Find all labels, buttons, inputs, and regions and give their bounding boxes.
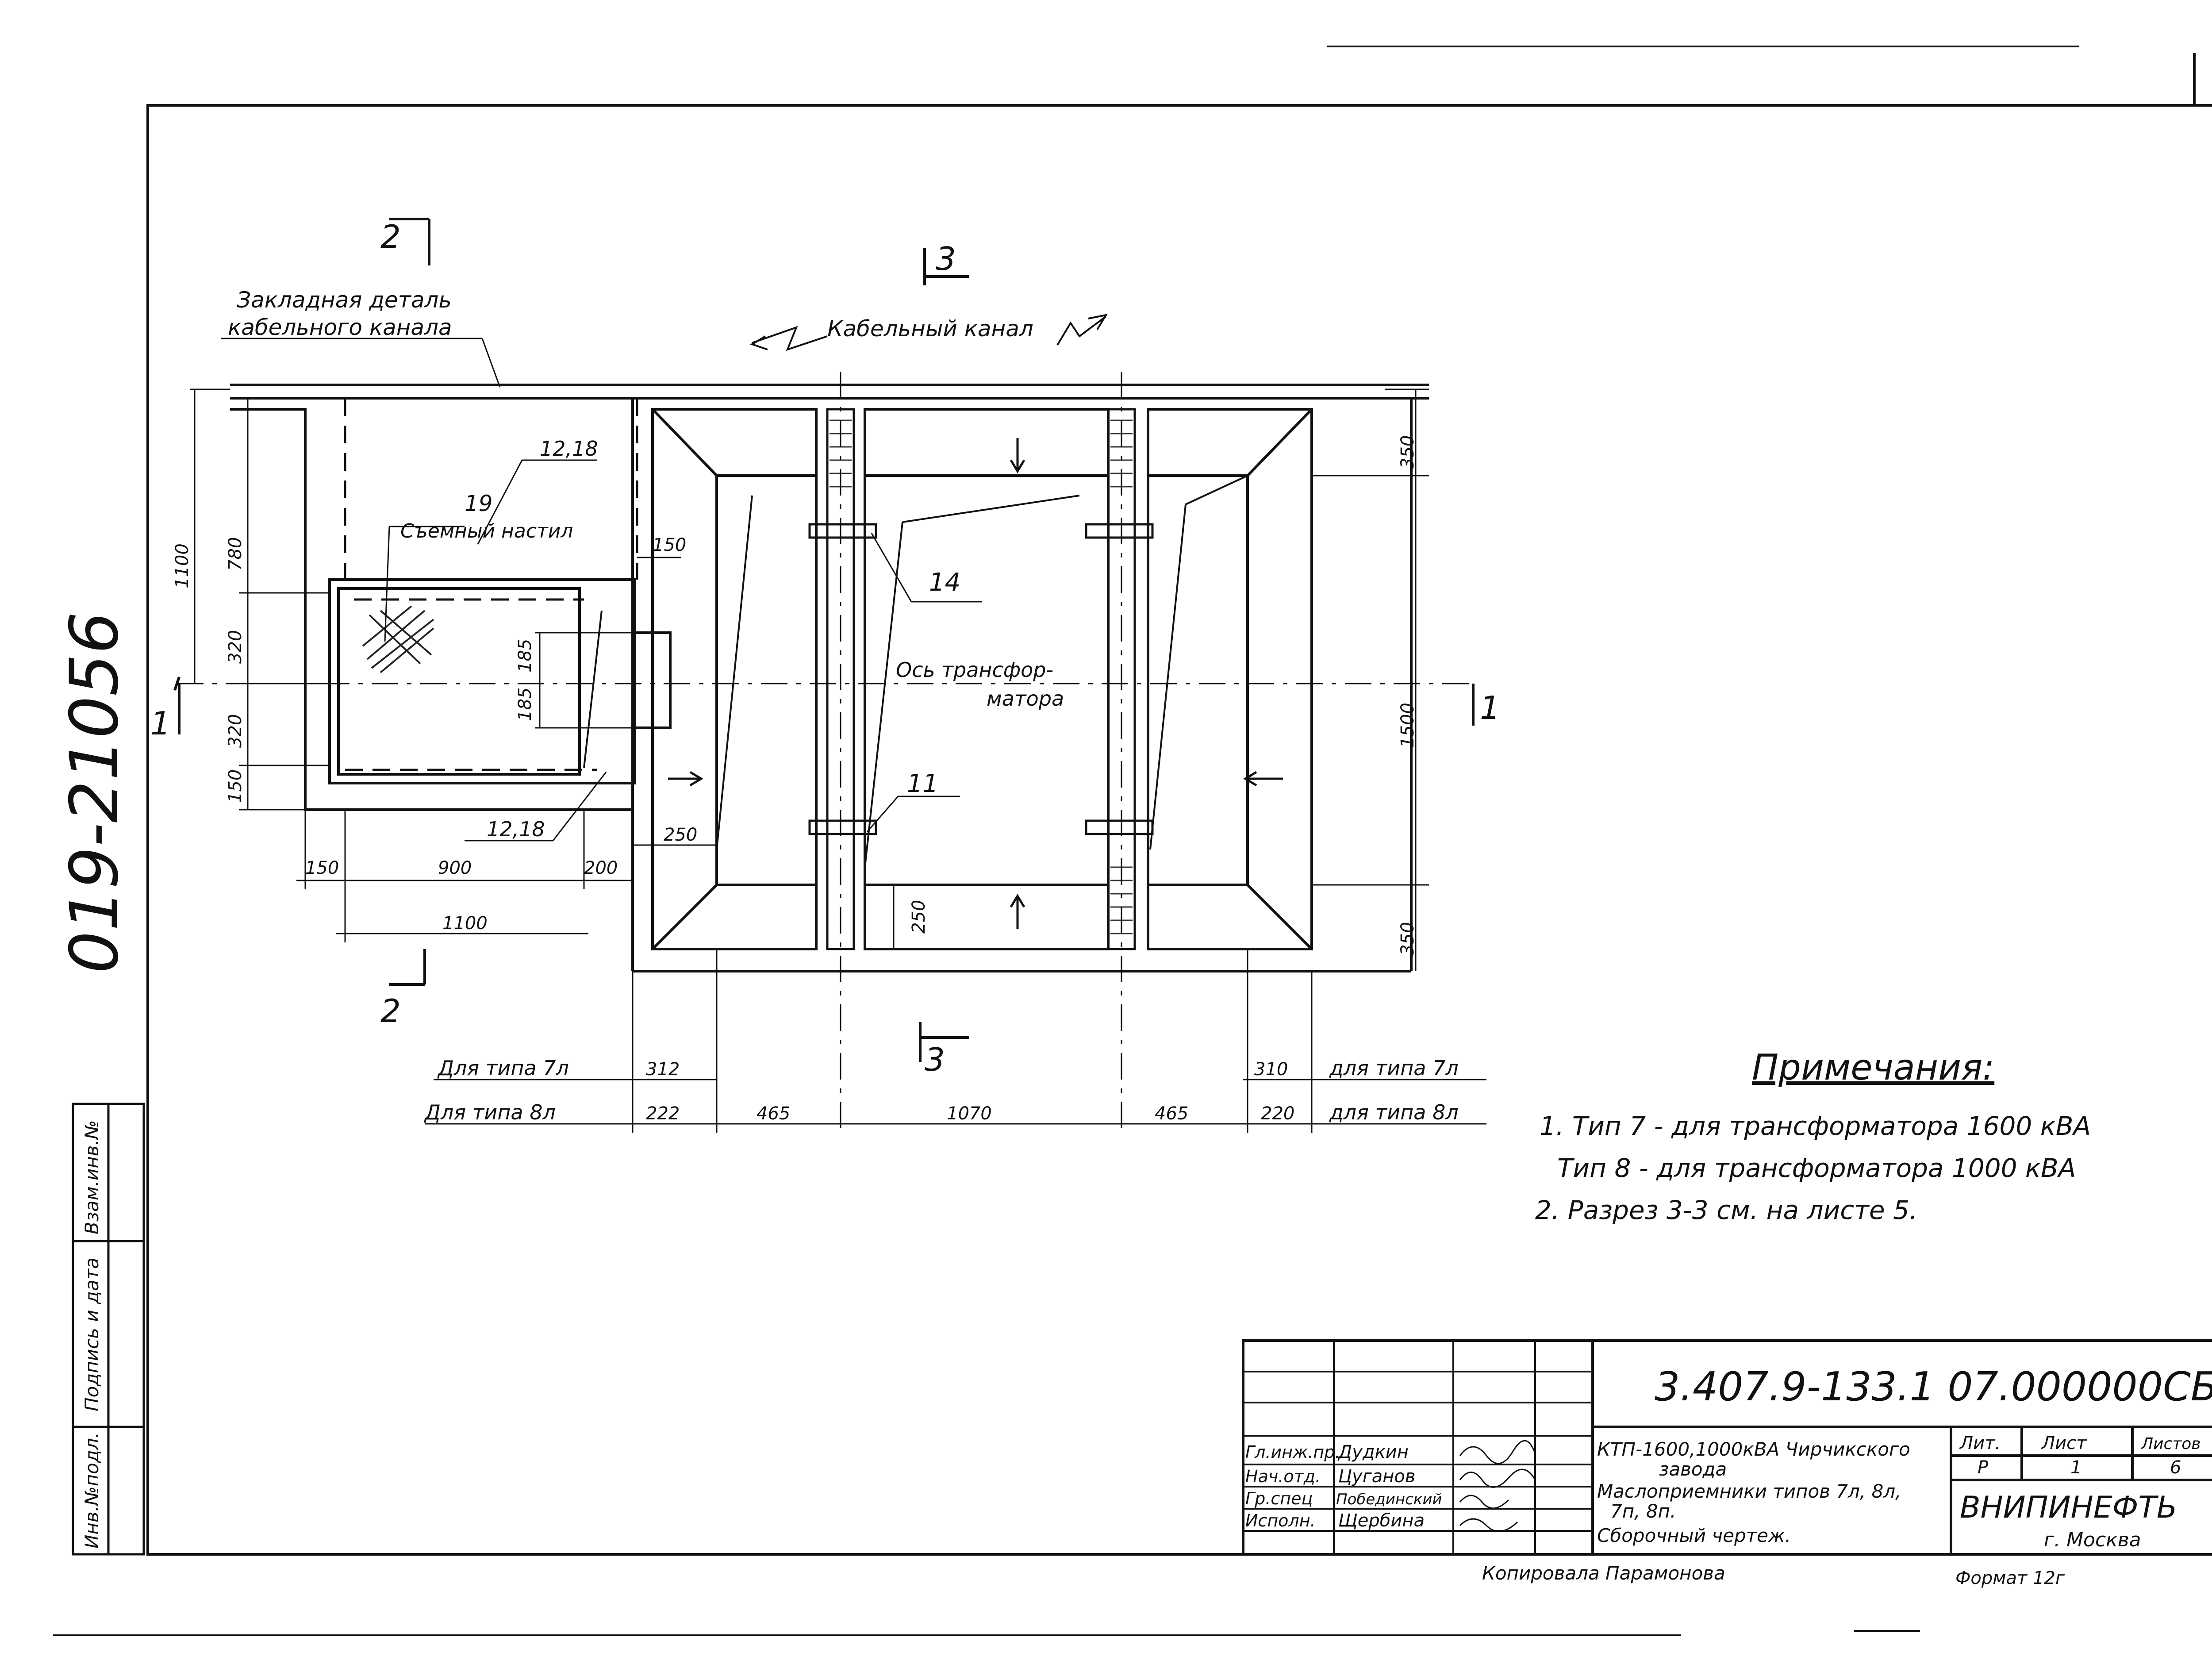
role-4: Исполн.: [1245, 1511, 1316, 1530]
dim-220: 220: [1261, 1103, 1294, 1124]
note-2: 2. Разрез 3-3 см. на листе 5.: [1535, 1195, 1917, 1225]
dim-1070: 1070: [947, 1103, 992, 1124]
side-podpis: Подпись и дата: [81, 1257, 103, 1411]
dim-1100-horizontal: 1100: [442, 913, 488, 934]
dim-150-vertical: 150: [225, 769, 246, 803]
label-cable-channel: Кабельный канал: [827, 316, 1033, 342]
title-desc-2: завода: [1659, 1458, 1727, 1480]
dim-320-lower: 320: [225, 714, 246, 748]
dim-312: 312: [646, 1059, 680, 1080]
flow-arrows: [668, 438, 1283, 929]
label-transformer-axis-l1: Ось трансфор-: [896, 658, 1053, 682]
title-block-code: 3.407.9-133.1 07.000000СБ: [1655, 1364, 2212, 1410]
axis-lines: [177, 372, 1478, 1133]
role-2: Нач.отд.: [1245, 1467, 1321, 1486]
role-1: Гл.инж.пр.: [1245, 1442, 1340, 1462]
org-city: г. Москва: [2044, 1529, 2141, 1551]
name-3: Побединский: [1336, 1491, 1442, 1508]
section-3-top: 3: [936, 240, 956, 277]
label-transformer-axis-l2: матора: [987, 687, 1064, 711]
section-markers: [173, 218, 1475, 1062]
dim-185-upper: 185: [515, 639, 535, 673]
callout-19: 19: [465, 491, 493, 516]
dim-185-lower: 185: [515, 688, 535, 721]
name-1: Дудкин: [1337, 1442, 1409, 1462]
dim-150-bottom: 150: [305, 858, 339, 878]
dim-250-a: 250: [664, 825, 697, 845]
section-2-bottom: 2: [380, 992, 401, 1030]
plan-outline: [230, 384, 1429, 972]
archive-number: 019-21056: [56, 611, 133, 973]
slope-lines: [583, 475, 1248, 868]
leader-lines: [221, 338, 982, 842]
title-desc-3: Маслоприемники типов 7л, 8л,: [1597, 1480, 1901, 1502]
dim-465-left: 465: [757, 1103, 790, 1124]
dimension-lines: [190, 388, 1486, 1133]
label-embedded-part-l2: кабельного канала: [228, 315, 452, 340]
label-for-type-8l-left: Для типа 8л: [424, 1100, 556, 1124]
paper-format: Формат 12г: [1955, 1568, 2065, 1588]
title-desc-5: Сборочный чертеж.: [1597, 1525, 1791, 1546]
sheets-value: 6: [2170, 1457, 2181, 1478]
dim-900: 900: [438, 858, 472, 878]
callout-14: 14: [929, 568, 960, 597]
dim-320-upper: 320: [225, 630, 246, 664]
note-1b: Тип 8 - для трансформатора 1000 кВА: [1557, 1153, 2076, 1183]
dim-250-b: 250: [909, 900, 929, 934]
section-1-right: 1: [1480, 689, 1500, 726]
removable-deck: [328, 578, 672, 784]
deck-hatch: [362, 605, 434, 673]
sheet-value: 1: [2070, 1457, 2081, 1478]
callout-12-18-bottom: 12,18: [487, 817, 545, 841]
dim-150-horizontal: 150: [653, 535, 686, 555]
dim-1500: 1500: [1398, 703, 1418, 748]
title-desc-1: КТП-1600,1000кВА Чирчикского: [1597, 1438, 1910, 1460]
section-3-bottom: 3: [925, 1041, 945, 1078]
dim-350-top: 350: [1398, 435, 1418, 469]
title-desc-4: 7п, 8п.: [1610, 1500, 1676, 1522]
dim-350-bottom: 350: [1398, 922, 1418, 956]
side-stamp: [72, 1103, 145, 1556]
label-for-type-7l-left: Для типа 7л: [437, 1056, 569, 1080]
side-vzam: Взам.инв.№: [81, 1120, 103, 1234]
dim-222: 222: [646, 1103, 680, 1124]
dim-1100-vertical: 1100: [172, 543, 192, 588]
cable-channel-arrows: [750, 314, 1108, 351]
section-1-left: 1: [150, 705, 171, 742]
label-for-type-8l-right: для типа 8л: [1329, 1100, 1459, 1124]
sheet-header: Лист: [2041, 1433, 2087, 1453]
scan-marks: [53, 46, 2079, 1636]
sheets-header: Листов: [2140, 1435, 2200, 1453]
dim-200: 200: [584, 858, 618, 878]
dim-465-right: 465: [1155, 1103, 1188, 1124]
copied-by: Копировала Парамонова: [1482, 1562, 1725, 1584]
notes-title: Примечания:: [1752, 1047, 1994, 1088]
role-3: Гр.спец: [1245, 1489, 1313, 1508]
dashed-lines: [344, 398, 638, 771]
section-2-top: 2: [380, 218, 401, 255]
title-block-grid: [1243, 1341, 1593, 1554]
oil-pits: [651, 408, 1313, 950]
note-1a: 1. Тип 7 - для трансформатора 1600 кВА: [1540, 1111, 2091, 1141]
lit-value: Р: [1978, 1457, 1989, 1478]
dim-310: 310: [1254, 1059, 1288, 1080]
label-removable-deck: Съемный настил: [400, 520, 573, 542]
title-block: [1242, 1339, 2212, 1556]
lit-header: Лит.: [1959, 1433, 2001, 1453]
org-name: ВНИПИНЕФТЬ: [1960, 1490, 2177, 1525]
label-for-type-7l-right: для типа 7л: [1329, 1056, 1459, 1080]
side-inv-podl: Инв.№подл.: [81, 1432, 103, 1549]
label-embedded-part-l1: Закладная деталь: [237, 287, 452, 313]
dim-780: 780: [225, 537, 246, 571]
name-4: Щербина: [1338, 1511, 1425, 1531]
name-2: Цуганов: [1338, 1466, 1415, 1487]
callout-11: 11: [907, 769, 938, 798]
signatures: [1459, 1440, 1536, 1532]
callout-12-18-top: 12,18: [540, 437, 598, 461]
sheet-frame: [146, 53, 2212, 1556]
